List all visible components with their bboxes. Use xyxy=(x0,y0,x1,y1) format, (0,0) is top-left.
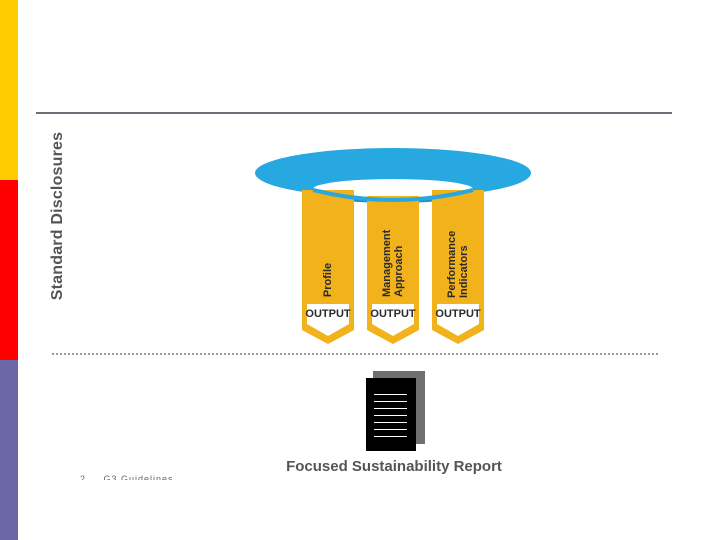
title-divider xyxy=(36,112,672,114)
report-title: Focused Sustainability Report xyxy=(286,458,502,475)
output-badge-profile xyxy=(307,304,349,336)
sidebar-red-block xyxy=(0,180,18,360)
output-label-management: OUTPUT xyxy=(370,308,416,320)
sidebar-yellow-block xyxy=(0,0,18,180)
output-label-profile: OUTPUT xyxy=(305,308,351,320)
document-icon xyxy=(366,378,416,451)
output-badge-management xyxy=(372,304,414,336)
dotted-separator xyxy=(52,353,658,355)
column-label-management-approach: Management Approach xyxy=(381,229,405,297)
ring-front-edge xyxy=(312,188,474,202)
output-badge-performance xyxy=(437,304,479,336)
column-label-profile: Profile xyxy=(322,262,334,298)
sidebar-purple-block xyxy=(0,360,18,540)
output-label-performance: OUTPUT xyxy=(435,308,481,320)
column-label-performance-indicators: Performance Indicators xyxy=(446,230,470,298)
footnote-text: 2 ... G3 Guidelines xyxy=(80,474,174,480)
